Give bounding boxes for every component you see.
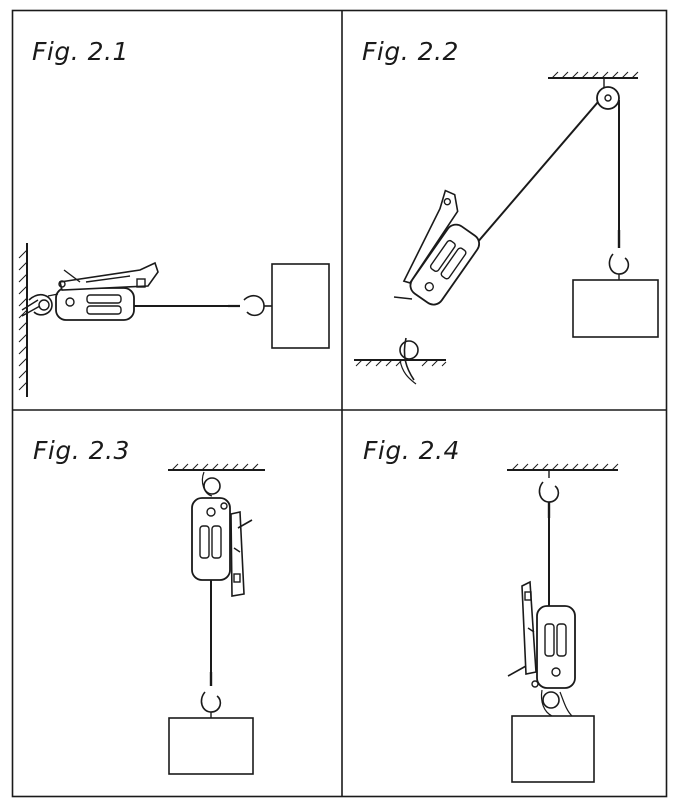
vertical-lift-hoist-top-illustration <box>168 463 265 775</box>
vertical-lift-hoist-bottom-illustration <box>507 463 619 783</box>
horizontal-pull-illustration <box>18 243 330 397</box>
figure-panel-2-2: Fig. 2.2 <box>342 0 673 410</box>
figure-label: Fig. 2.4 <box>363 436 460 465</box>
figure-panel-2-3: Fig. 2.3 <box>0 410 342 798</box>
ceiling-hatching <box>171 463 259 471</box>
wall-hatching <box>18 249 28 391</box>
pulley-lift-illustration <box>354 71 659 385</box>
figure-label: Fig. 2.1 <box>32 37 129 66</box>
figure-panel-2-1: Fig. 2.1 <box>0 0 342 410</box>
figure-label: Fig. 2.3 <box>33 436 130 465</box>
ceiling-hatching <box>511 463 619 471</box>
figure-label: Fig. 2.2 <box>362 37 459 66</box>
floor-hatching <box>355 359 447 367</box>
figure-panel-2-4: Fig. 2.4 <box>342 410 673 798</box>
ceiling-hatching <box>551 71 639 79</box>
